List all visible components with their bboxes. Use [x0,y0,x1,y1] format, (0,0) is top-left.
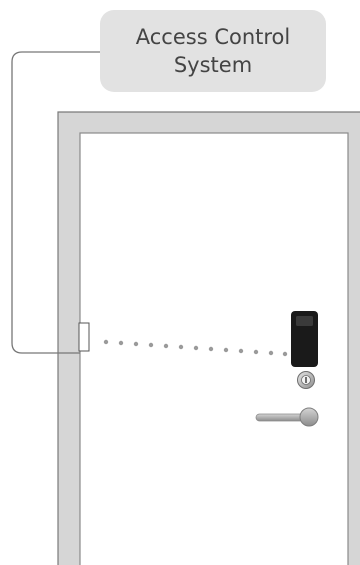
card-reader-icon [291,311,318,367]
signal-dots [103,339,288,357]
door-sensor-icon [78,322,90,352]
connection-wire [11,51,102,354]
access-control-box [100,10,326,92]
door-lock-icon [297,371,315,389]
door-handle-icon [255,407,319,427]
